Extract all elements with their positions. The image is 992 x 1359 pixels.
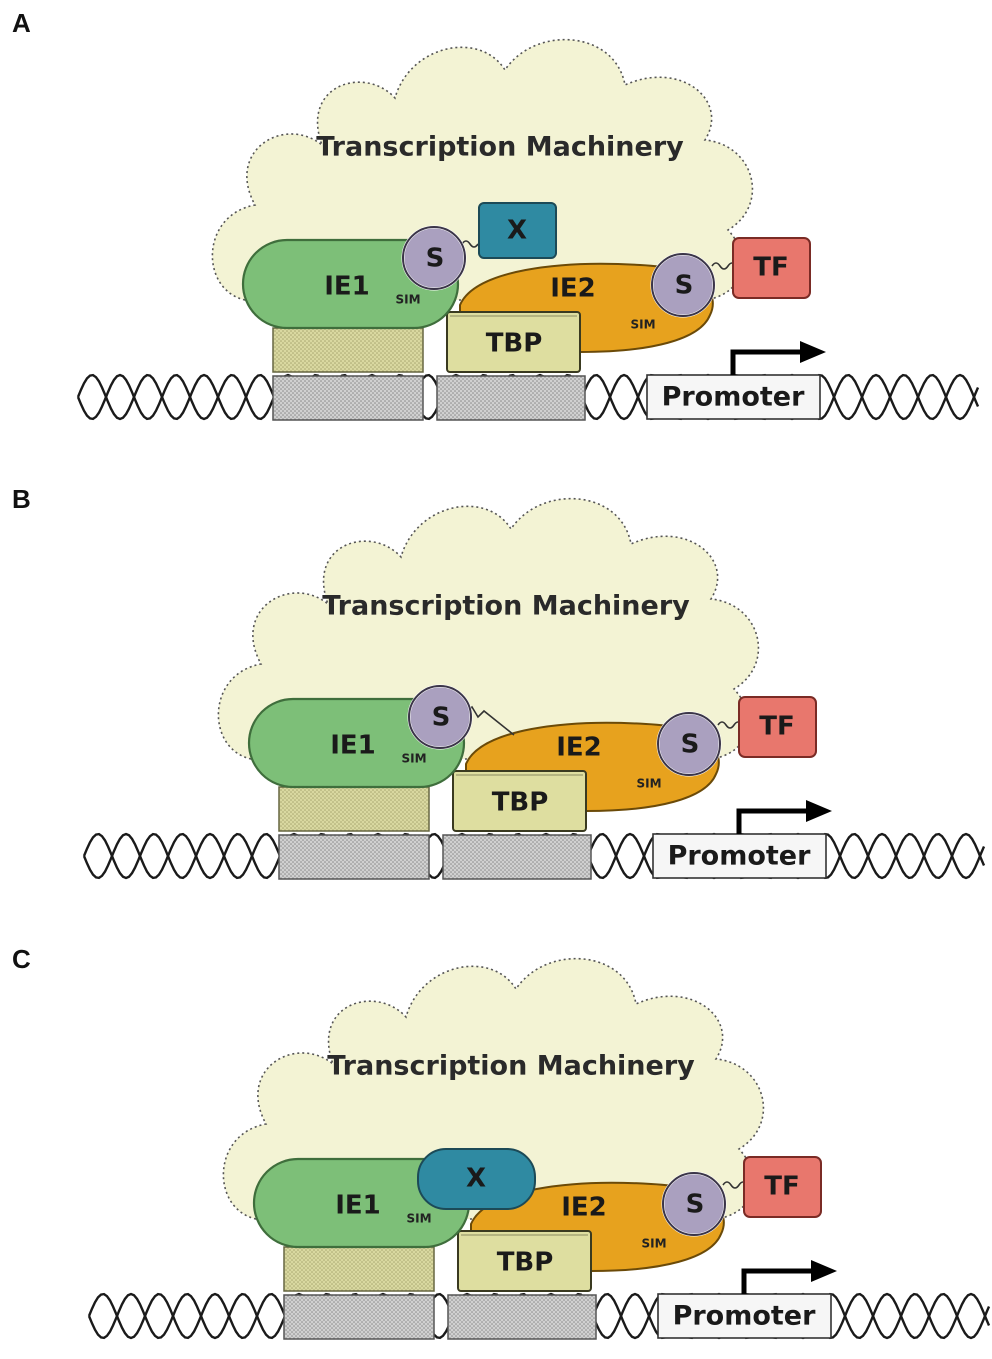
ie1-binding-site — [272, 375, 424, 421]
ie1-label: IE1 — [330, 731, 376, 761]
tbp-protein — [446, 311, 581, 373]
ie2-sumo-label: S — [681, 730, 700, 760]
ie2-label: IE2 — [561, 1193, 607, 1223]
ie1-binding-site — [278, 834, 430, 880]
ie2-sumo-label: S — [686, 1190, 705, 1220]
ie2-label: IE2 — [556, 733, 602, 763]
ie1-sumo-label: S — [426, 244, 445, 274]
ie2-sim-label: SIM — [636, 777, 661, 791]
panel-label-B: B — [12, 484, 31, 514]
arrow-head-icon — [811, 1260, 837, 1282]
arrow-head-icon — [806, 800, 832, 822]
sumo-tether-line — [461, 240, 479, 248]
panel-label-A: A — [12, 8, 31, 38]
tf-protein — [743, 1156, 822, 1218]
promoter-box — [646, 374, 821, 420]
ie2-sim-label: SIM — [630, 318, 655, 332]
x-protein — [417, 1148, 536, 1210]
ie2-label: IE2 — [550, 274, 596, 304]
arrow-head-icon — [800, 341, 826, 363]
transcription-machinery-label: Transcription Machinery — [316, 132, 684, 163]
tf-protein — [738, 696, 817, 758]
ie1-sumo-circle — [408, 685, 472, 749]
promoter-label: Promoter — [673, 1301, 817, 1332]
ie2-binding-site — [447, 1294, 597, 1340]
transcription-machinery-cloud — [222, 957, 765, 1220]
tbp-protein — [452, 770, 587, 832]
tbp-protein — [457, 1230, 592, 1292]
x-protein — [478, 202, 557, 259]
transcription-machinery-cloud — [217, 497, 760, 760]
transcription-machinery-label: Transcription Machinery — [322, 591, 690, 622]
tbp-label: TBP — [486, 329, 543, 359]
ie2-binding-site — [442, 834, 592, 880]
ie1-sim-label: SIM — [395, 293, 420, 307]
ie1-sumo-circle — [402, 226, 466, 290]
tf-label: TF — [764, 1172, 800, 1202]
promoter-label: Promoter — [668, 841, 812, 872]
tbp-label: TBP — [492, 788, 549, 818]
ie2-sumo-circle — [662, 1172, 726, 1236]
ie1-label: IE1 — [324, 272, 370, 302]
transcription-start-arrow-icon — [741, 1268, 816, 1294]
ie1-dna-contact-block — [278, 786, 430, 832]
x-protein-label: X — [466, 1164, 486, 1194]
transcription-start-arrow-icon — [736, 808, 811, 834]
tf-label: TF — [753, 253, 789, 283]
transcription-start-arrow-icon — [730, 349, 805, 375]
transcription-machinery-label: Transcription Machinery — [327, 1051, 695, 1082]
ie1-label: IE1 — [335, 1191, 381, 1221]
promoter-box — [657, 1293, 832, 1339]
ie2-binding-site — [436, 375, 586, 421]
ie2-sumo-circle — [651, 253, 715, 317]
panel-label-C: C — [12, 944, 31, 974]
ie1-sumo-label: S — [432, 703, 451, 733]
ie1-binding-site — [283, 1294, 435, 1340]
x-protein-label: X — [507, 216, 527, 246]
ie1-sim-label: SIM — [401, 752, 426, 766]
ie2-sumo-label: S — [675, 271, 694, 301]
promoter-box — [652, 833, 827, 879]
ie1-sim-label: SIM — [406, 1212, 431, 1226]
ie1-dna-contact-block — [283, 1246, 435, 1292]
tf-label: TF — [759, 712, 795, 742]
ie2-sumo-circle — [657, 712, 721, 776]
promoter-label: Promoter — [662, 382, 806, 413]
tbp-label: TBP — [497, 1248, 554, 1278]
ie2-sim-label: SIM — [641, 1237, 666, 1251]
tf-protein — [732, 237, 811, 299]
ie1-dna-contact-block — [272, 327, 424, 373]
transcription-machinery-cloud — [211, 38, 754, 301]
